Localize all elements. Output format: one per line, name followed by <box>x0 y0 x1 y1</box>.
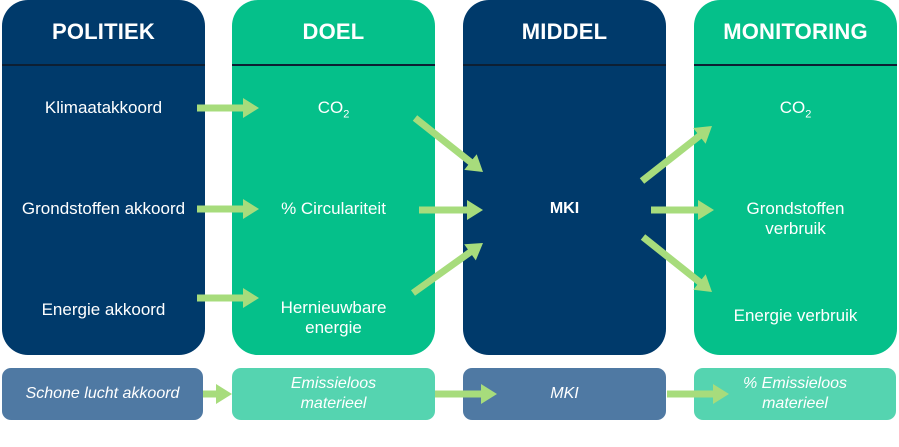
pill-emissieloos-materieel-percent: % Emissieloos materieel <box>694 368 896 420</box>
pill-emissieloos-materieel: Emissieloos materieel <box>232 368 435 420</box>
header-divider <box>694 64 897 66</box>
pill-schone-lucht-akkoord: Schone lucht akkoord <box>2 368 203 420</box>
doel-header: DOEL <box>302 19 365 44</box>
item-hernieuwbare-energie: Hernieuwbare energie <box>280 298 387 337</box>
politiek-header: POLITIEK <box>51 19 156 44</box>
pill-mki: MKI <box>463 368 666 420</box>
item-mki: MKI <box>549 200 580 217</box>
item-co2-monitoring: CO2 <box>779 98 812 121</box>
header-divider <box>463 64 666 66</box>
arrow-bottom-1 <box>203 384 232 404</box>
middel-column: MIDDEL MKI <box>463 0 666 355</box>
item-energie-akkoord: Energie akkoord <box>41 300 166 319</box>
doel-column: DOEL CO2 % Circulariteit Hernieuwbare en… <box>232 0 435 355</box>
monitoring-column: MONITORING CO2 Grondstoffen verbruik Ene… <box>694 0 897 355</box>
item-klimaatakkoord: Klimaatakkoord <box>44 98 163 117</box>
item-grondstoffen-verbruik: Grondstoffen verbruik <box>746 199 845 238</box>
monitoring-header: MONITORING <box>723 19 868 44</box>
item-co2-target: CO2 <box>317 98 350 121</box>
middel-header: MIDDEL <box>521 19 608 44</box>
politiek-column: POLITIEK Klimaatakkoord Grondstoffen akk… <box>2 0 205 355</box>
item-grondstoffen-akkoord: Grondstoffen akkoord <box>21 199 186 218</box>
item-circulariteit: % Circulariteit <box>281 199 386 218</box>
header-divider <box>2 64 205 66</box>
item-energie-verbruik: Energie verbruik <box>733 306 858 325</box>
header-divider <box>232 64 435 66</box>
